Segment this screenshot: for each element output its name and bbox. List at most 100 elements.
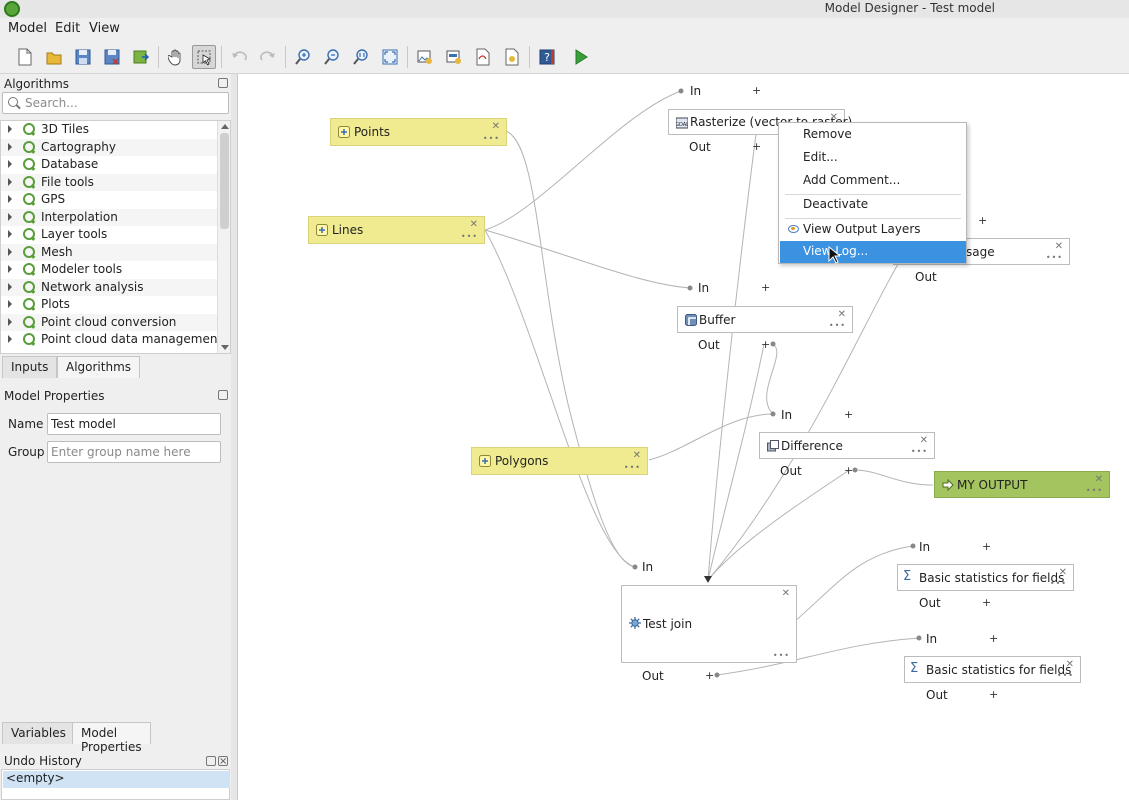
scroll-up-icon[interactable] [221, 124, 229, 129]
tree-item-point-cloud-conversion[interactable]: Point cloud conversion [1, 313, 217, 331]
remove-node-icon[interactable]: ✕ [837, 309, 846, 320]
tab-algorithms[interactable]: Algorithms [57, 356, 141, 378]
tree-item-network-analysis[interactable]: Network analysis [1, 278, 217, 296]
remove-node-icon[interactable]: ✕ [781, 588, 790, 599]
tree-item-mesh[interactable]: Mesh [1, 243, 217, 261]
tab-variables[interactable]: Variables [2, 722, 75, 744]
rasterize-out-port[interactable]: Out [689, 140, 711, 154]
undo-history-item[interactable]: <empty> [3, 771, 230, 788]
menu-view[interactable]: View [89, 21, 120, 36]
algorithms-float-button[interactable] [218, 78, 228, 88]
model-group-input[interactable] [47, 441, 221, 463]
expand-arrow-icon[interactable] [8, 300, 12, 308]
expand-arrow-icon[interactable] [8, 142, 12, 151]
node-menu-icon[interactable]: ••• [482, 134, 500, 143]
expand-plus-icon[interactable]: + [844, 408, 854, 421]
remove-node-icon[interactable]: ✕ [491, 121, 500, 132]
node-menu-icon[interactable]: ••• [1049, 579, 1067, 588]
expand-plus-icon[interactable]: + [705, 669, 715, 682]
buffer-out-port[interactable]: Out [698, 338, 720, 352]
export-python-button[interactable] [500, 45, 524, 69]
undo-history-float-button[interactable] [206, 756, 216, 766]
expand-plus-icon[interactable]: + [989, 688, 999, 701]
model-properties-float-button[interactable] [218, 390, 228, 400]
stats2-in-port[interactable]: In [926, 632, 938, 646]
expand-arrow-icon[interactable] [8, 195, 12, 203]
remove-node-icon[interactable]: ✕ [1054, 241, 1063, 252]
close-icon[interactable]: × [218, 756, 228, 767]
new-model-button[interactable] [13, 45, 37, 69]
node-menu-icon[interactable]: ••• [772, 651, 790, 660]
export-svg-button[interactable] [471, 45, 495, 69]
zoom-full-button[interactable] [378, 45, 402, 69]
node-menu-icon[interactable]: ••• [1085, 486, 1103, 495]
input-node-lines[interactable]: Lines ✕ ••• [308, 216, 485, 244]
tree-item-modeler-tools[interactable]: Modeler tools [1, 261, 217, 278]
stats1-in-port[interactable]: In [919, 540, 931, 554]
tree-item-plots[interactable]: Plots [1, 296, 217, 313]
save-model-button[interactable] [71, 45, 95, 69]
testjoin-out-port[interactable]: Out [642, 669, 664, 683]
algorithm-node-difference[interactable]: Difference ✕ ••• [759, 432, 935, 459]
expand-plus-icon[interactable]: + [761, 281, 771, 294]
pan-button[interactable] [164, 45, 188, 69]
stats1-out-port[interactable]: Out [919, 596, 941, 610]
expand-arrow-icon[interactable] [8, 230, 12, 238]
tab-model-properties[interactable]: Model Properties [72, 722, 151, 754]
zoom-actual-button[interactable] [349, 45, 373, 69]
expand-plus-icon[interactable]: + [978, 214, 988, 227]
node-menu-icon[interactable]: ••• [910, 447, 928, 456]
expand-plus-icon[interactable]: + [752, 140, 762, 153]
undo-button[interactable] [227, 45, 251, 69]
expand-plus-icon[interactable]: + [989, 632, 999, 645]
export-pdf-button[interactable] [442, 45, 466, 69]
tab-inputs[interactable]: Inputs [2, 356, 58, 378]
save-as-button[interactable] [100, 45, 124, 69]
run-model-button[interactable] [569, 45, 593, 69]
menu-view-log[interactable]: View Log... [780, 241, 966, 263]
menu-deactivate[interactable]: Deactivate [803, 197, 869, 211]
tree-item-3d-tiles[interactable]: 3D Tiles [1, 121, 217, 138]
algorithm-node-test-join[interactable]: Test join ✕ ••• [621, 585, 797, 663]
expand-arrow-icon[interactable] [8, 177, 12, 186]
input-node-polygons[interactable]: Polygons ✕ ••• [471, 447, 648, 475]
zoom-in-button[interactable] [291, 45, 315, 69]
tree-item-layer-tools[interactable]: Layer tools [1, 226, 217, 243]
remove-node-icon[interactable]: ✕ [1058, 567, 1067, 578]
undo-history-list[interactable]: <empty> [1, 769, 230, 800]
node-menu-icon[interactable]: ••• [623, 463, 641, 472]
zoom-out-button[interactable] [320, 45, 344, 69]
node-menu-icon[interactable]: ••• [1045, 253, 1063, 262]
menu-remove[interactable]: Remove [803, 127, 852, 141]
tree-item-cartography[interactable]: Cartography [1, 138, 217, 156]
menu-edit[interactable]: Edit... [803, 150, 838, 164]
expand-arrow-icon[interactable] [8, 160, 12, 168]
algorithm-node-buffer[interactable]: Buffer ✕ ••• [677, 306, 853, 333]
redo-button[interactable] [256, 45, 280, 69]
tree-item-gps[interactable]: GPS [1, 191, 217, 208]
export-to-project-button[interactable] [129, 45, 153, 69]
model-canvas[interactable]: Points ✕ ••• Lines ✕ ••• Polygons ✕ ••• … [237, 74, 1129, 800]
model-name-input[interactable] [47, 413, 221, 435]
expand-arrow-icon[interactable] [8, 317, 12, 326]
tree-item-point-cloud-data-management[interactable]: Point cloud data management [1, 331, 222, 348]
expand-plus-icon[interactable]: + [761, 338, 771, 351]
expand-arrow-icon[interactable] [8, 335, 12, 343]
remove-node-icon[interactable]: ✕ [469, 219, 478, 230]
algorithm-node-basic-stats-2[interactable]: Σ Basic statistics for fields ✕ ••• [904, 656, 1081, 683]
expand-arrow-icon[interactable] [8, 247, 12, 256]
remove-node-icon[interactable]: ✕ [919, 435, 928, 446]
difference-in-port[interactable]: In [781, 408, 793, 422]
node-menu-icon[interactable]: ••• [460, 232, 478, 241]
expand-plus-icon[interactable]: + [844, 464, 854, 477]
menu-edit[interactable]: Edit [55, 21, 81, 36]
output-node-my-output[interactable]: MY OUTPUT ✕ ••• [934, 471, 1110, 498]
node-menu-icon[interactable]: ••• [1056, 671, 1074, 680]
algorithm-node-basic-stats-1[interactable]: Σ Basic statistics for fields ✕ ••• [897, 564, 1074, 591]
scroll-down-icon[interactable] [221, 345, 229, 350]
panel-splitter[interactable] [231, 74, 237, 800]
algorithm-search[interactable] [2, 92, 229, 114]
difference-out-port[interactable]: Out [780, 464, 802, 478]
expand-plus-icon[interactable]: + [982, 596, 992, 609]
stats2-out-port[interactable]: Out [926, 688, 948, 702]
